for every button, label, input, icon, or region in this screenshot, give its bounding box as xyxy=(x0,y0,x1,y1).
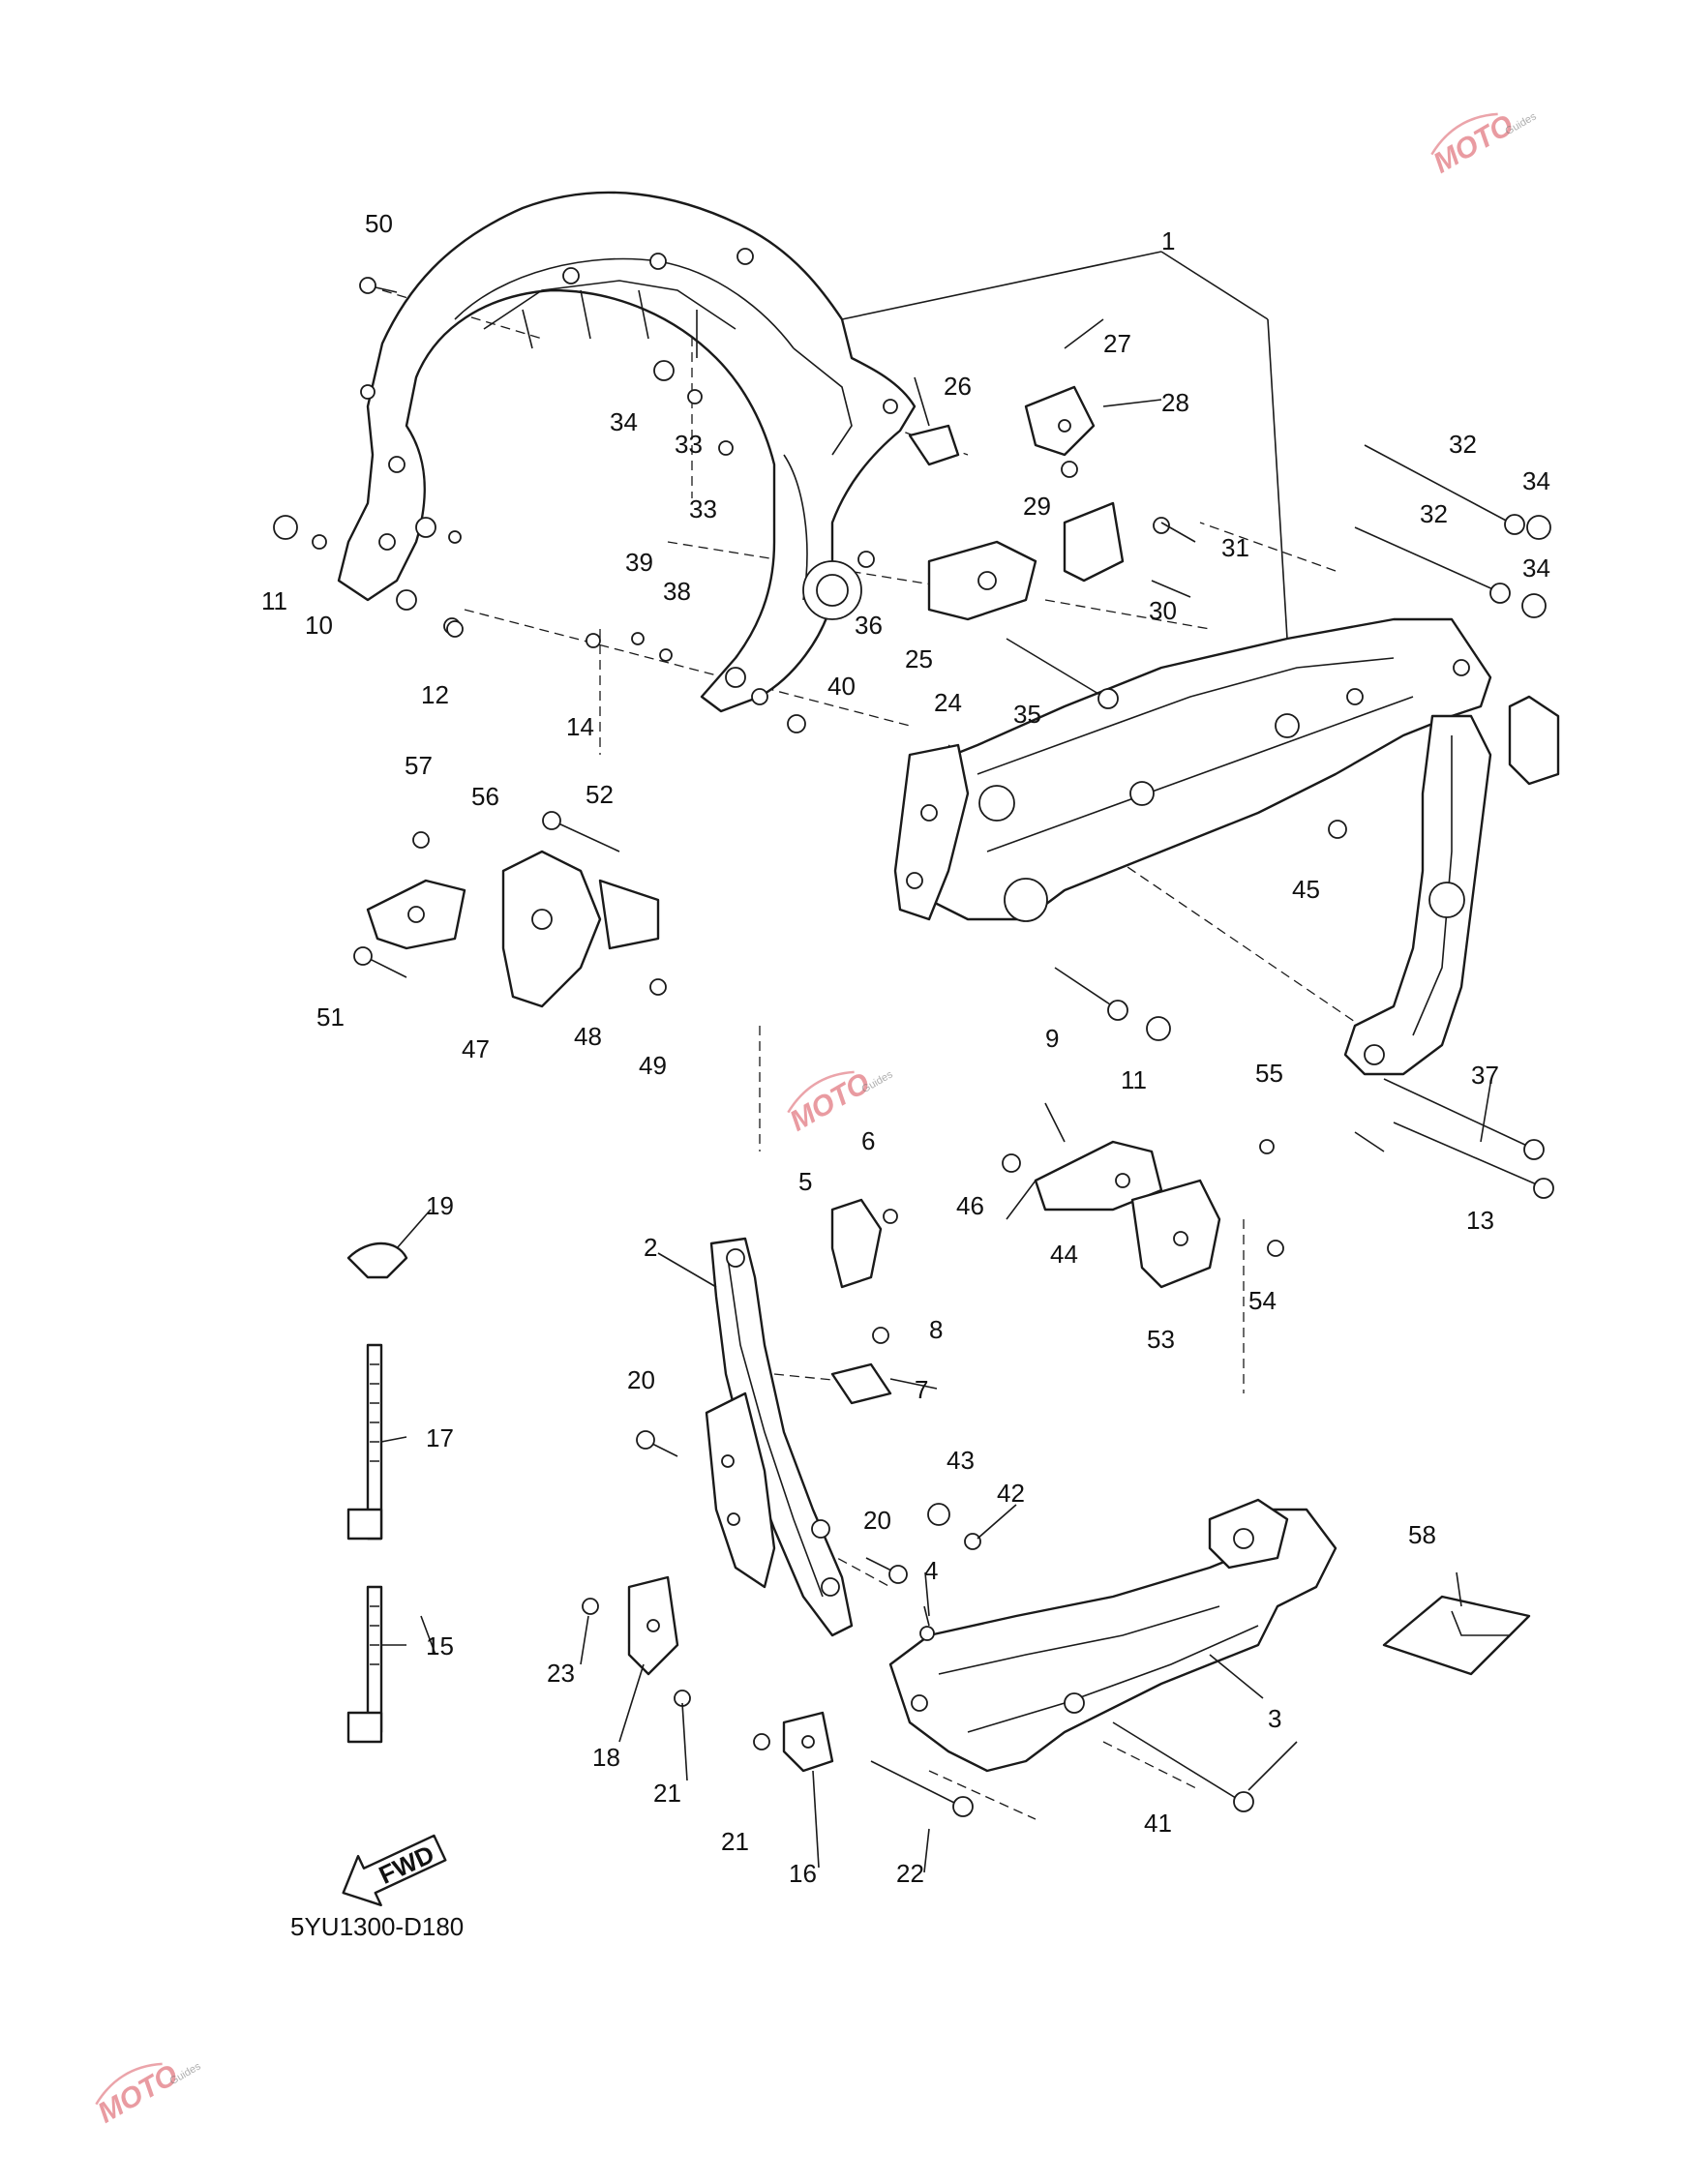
callout: 14 xyxy=(566,712,594,741)
callout: 43 xyxy=(947,1446,975,1475)
callout: 57 xyxy=(405,751,433,780)
watermark-top-right: MOTO Guides xyxy=(1428,108,1539,179)
front-down-tube xyxy=(705,1237,854,1637)
callout: 29 xyxy=(1023,492,1051,521)
callout: 33 xyxy=(675,430,703,459)
callout: 18 xyxy=(592,1743,620,1772)
cable-tie-17 xyxy=(346,1343,383,1541)
callout: 48 xyxy=(574,1022,602,1051)
callout: 27 xyxy=(1103,329,1131,358)
callout: 32 xyxy=(1449,430,1477,459)
callout: 46 xyxy=(956,1191,984,1220)
fwd-label: FWD xyxy=(375,1840,438,1890)
callout: 53 xyxy=(1147,1325,1175,1354)
callout: 34 xyxy=(1522,553,1550,583)
callout: 30 xyxy=(1149,596,1177,625)
cable-tie-15 xyxy=(346,1585,383,1744)
bracket-44-53 xyxy=(1034,1140,1221,1289)
diagram-code: 5YU1300-D180 xyxy=(290,1912,464,1941)
callout: 16 xyxy=(789,1859,817,1888)
main-frame xyxy=(893,617,1560,1076)
callout: 13 xyxy=(1466,1206,1494,1235)
callout: 8 xyxy=(929,1315,943,1344)
callout: 21 xyxy=(653,1779,681,1808)
callout: 58 xyxy=(1408,1520,1436,1549)
callout: 44 xyxy=(1050,1240,1078,1269)
callout: 10 xyxy=(305,611,333,640)
callout: 45 xyxy=(1292,875,1320,904)
bracket-5-7 xyxy=(830,1198,892,1405)
callout: 20 xyxy=(863,1506,891,1535)
callout: 51 xyxy=(316,1002,345,1032)
bolts xyxy=(273,277,1554,1817)
callout: 35 xyxy=(1013,700,1041,729)
callout: 21 xyxy=(721,1827,749,1856)
callout: 9 xyxy=(1045,1024,1059,1053)
callout: 47 xyxy=(462,1034,490,1063)
callout: 3 xyxy=(1268,1704,1281,1733)
callout: 39 xyxy=(625,548,653,577)
callout: 49 xyxy=(639,1051,667,1080)
callout-labels: 1 2 3 4 5 6 7 8 9 10 11 11 12 13 14 15 1… xyxy=(261,209,1550,1888)
bracket-16-18 xyxy=(627,1575,834,1773)
callout: 22 xyxy=(896,1859,924,1888)
callout: 6 xyxy=(861,1126,875,1155)
callout: 7 xyxy=(915,1375,928,1404)
front-frame-upper xyxy=(337,191,917,713)
callout: 11 xyxy=(261,586,287,615)
callout: 5 xyxy=(798,1167,812,1196)
callout: 23 xyxy=(547,1659,575,1688)
callout: 38 xyxy=(663,577,691,606)
watermark-middle: MOTO Guides xyxy=(785,1066,895,1137)
callout: 28 xyxy=(1161,388,1189,417)
callout: 42 xyxy=(997,1479,1025,1508)
caution-label xyxy=(1382,1595,1531,1676)
bracket-47-56 xyxy=(366,850,660,1008)
callout: 1 xyxy=(1161,226,1175,255)
watermark-subtext: Guides xyxy=(859,1068,895,1095)
lower-frame xyxy=(888,1498,1337,1773)
callout: 12 xyxy=(421,680,449,709)
callout: 25 xyxy=(905,644,933,673)
watermark-subtext: Guides xyxy=(1503,110,1539,137)
callout: 54 xyxy=(1248,1286,1277,1315)
callout: 37 xyxy=(1471,1061,1499,1090)
callout: 20 xyxy=(627,1365,655,1394)
callout: 41 xyxy=(1144,1809,1172,1838)
callout: 31 xyxy=(1221,533,1249,562)
callout: 32 xyxy=(1420,499,1448,528)
fwd-arrow: FWD xyxy=(342,1834,447,1907)
callout: 34 xyxy=(1522,466,1550,495)
callout: 56 xyxy=(471,782,499,811)
callout: 17 xyxy=(426,1423,454,1452)
watermark-subtext: Guides xyxy=(167,2060,203,2087)
callout: 15 xyxy=(426,1631,454,1660)
callout: 55 xyxy=(1255,1059,1283,1088)
watermark-bottom-left: MOTO Guides xyxy=(93,2058,203,2129)
callout: 26 xyxy=(944,372,972,401)
callout: 24 xyxy=(934,688,962,717)
callout: 34 xyxy=(610,407,638,436)
clamp-19 xyxy=(346,1242,408,1279)
callout: 4 xyxy=(924,1556,938,1585)
callout: 50 xyxy=(365,209,393,238)
leader-lines xyxy=(380,251,1491,1873)
callout: 2 xyxy=(644,1233,657,1262)
callout: 11 xyxy=(1121,1065,1147,1094)
bracket-24-26 xyxy=(908,424,1037,621)
callout: 52 xyxy=(586,780,614,809)
callout: 33 xyxy=(689,494,717,524)
callout: 40 xyxy=(827,672,856,701)
callout: 19 xyxy=(426,1191,454,1220)
bracket-27-30 xyxy=(1024,385,1125,583)
callout: 36 xyxy=(855,611,883,640)
